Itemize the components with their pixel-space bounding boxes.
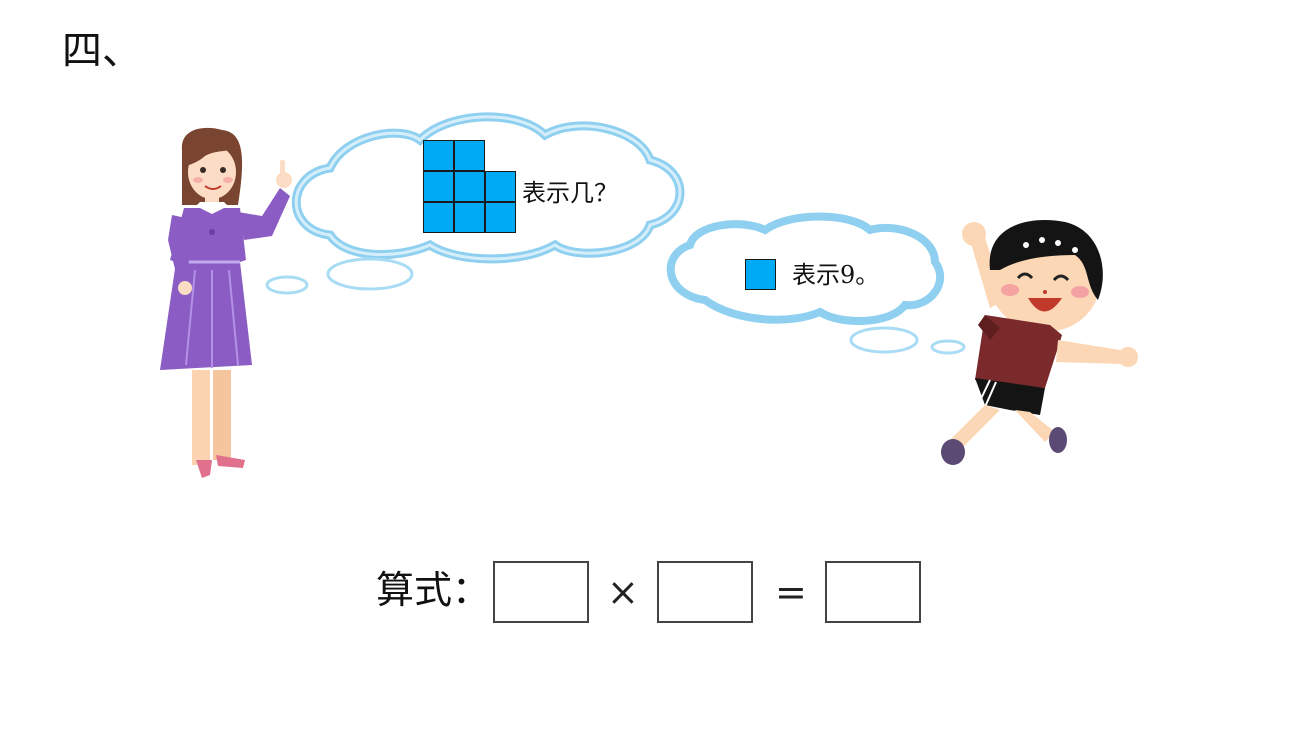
thought-puff-small xyxy=(930,339,966,355)
boy-single-block xyxy=(745,259,776,290)
thought-puff-large xyxy=(326,257,414,291)
boy-statement-text: 表示9。 xyxy=(792,261,880,289)
answer-box-factor-1[interactable] xyxy=(493,561,589,623)
teacher-question-text: 表示几？ xyxy=(522,179,618,207)
teacher-illustration xyxy=(160,127,292,478)
equation-label: 算式： xyxy=(376,568,491,612)
thought-puff-small xyxy=(265,275,309,295)
teacher-block-figure xyxy=(423,140,517,234)
section-title: 四、 xyxy=(62,28,142,74)
equals-sign: = xyxy=(775,570,807,614)
multiply-sign: × xyxy=(607,570,639,614)
thought-puff-large xyxy=(849,326,919,354)
block-cell xyxy=(423,202,454,233)
boy-illustration xyxy=(941,219,1138,465)
answer-box-factor-2[interactable] xyxy=(657,561,753,623)
block-cell xyxy=(423,171,454,202)
block-cell xyxy=(454,140,485,171)
block-cell xyxy=(485,202,516,233)
block-cell xyxy=(454,171,485,202)
answer-box-product[interactable] xyxy=(825,561,921,623)
block-cell xyxy=(423,140,454,171)
block-cell xyxy=(454,202,485,233)
boy-thought-cloud xyxy=(666,212,966,355)
block-cell xyxy=(485,171,516,202)
